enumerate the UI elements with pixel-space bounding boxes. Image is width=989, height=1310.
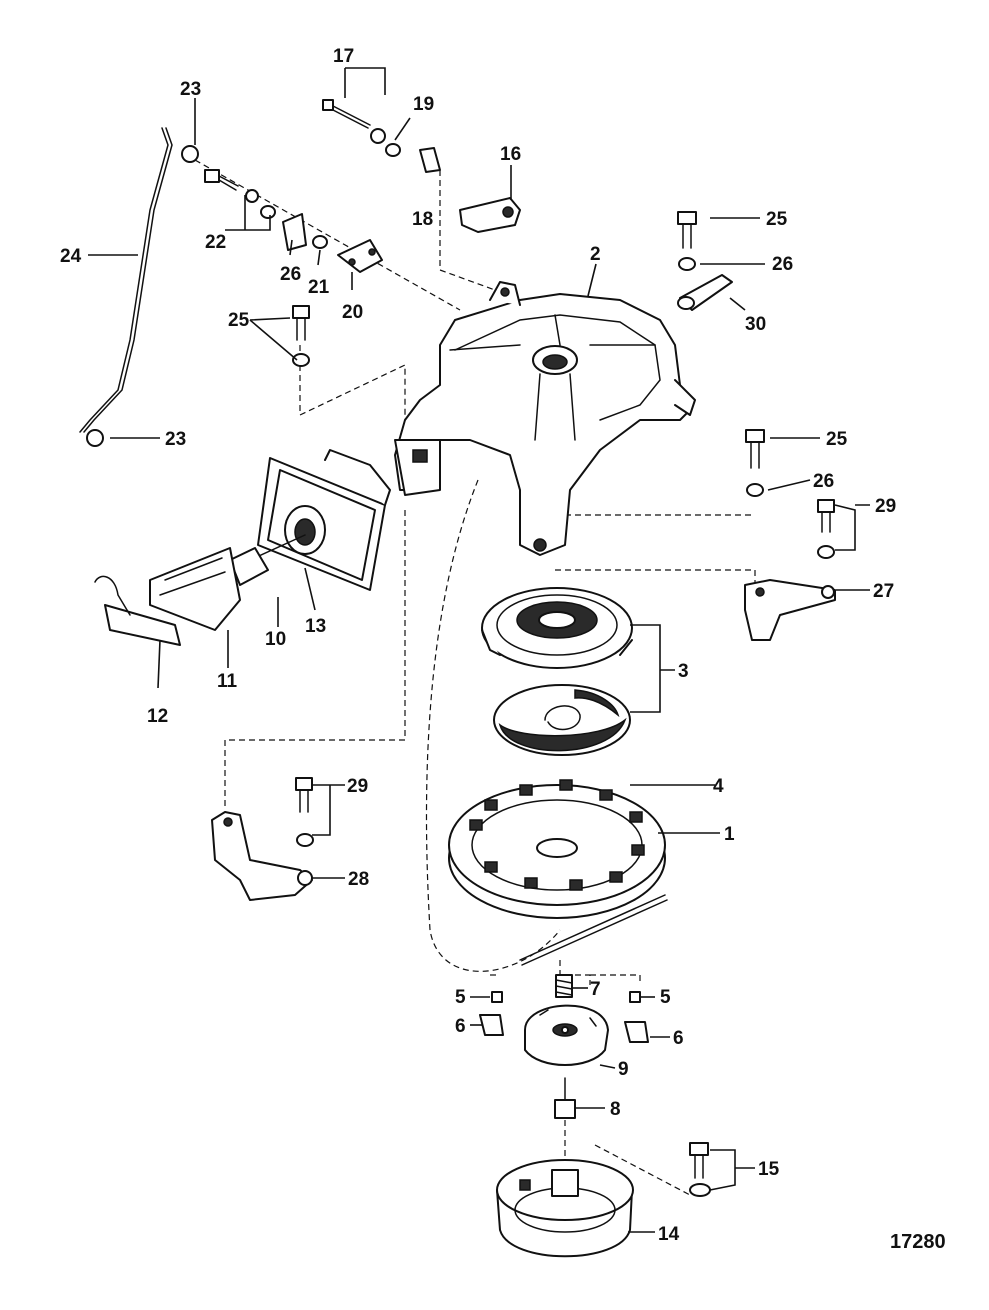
pin-18 xyxy=(419,147,441,173)
callout-30: 30 xyxy=(745,314,766,335)
callout-23-top: 23 xyxy=(180,79,201,100)
interlock-lever xyxy=(459,197,521,233)
callout-2: 2 xyxy=(590,244,601,265)
callout-14: 14 xyxy=(658,1224,680,1245)
callout-27: 27 xyxy=(873,581,894,602)
callout-15: 15 xyxy=(758,1159,780,1180)
callout-8: 8 xyxy=(610,1099,621,1120)
bolt-22 xyxy=(204,169,276,219)
callout-25-top: 25 xyxy=(766,209,788,230)
callout-26-right: 26 xyxy=(813,471,834,492)
bolt-washer-15 xyxy=(689,1142,711,1197)
callout-17: 17 xyxy=(333,46,354,67)
callout-29-left: 29 xyxy=(347,776,368,797)
callout-24: 24 xyxy=(60,246,82,267)
callout-20: 20 xyxy=(342,302,363,323)
link-bracket-20 xyxy=(337,239,383,273)
callout-28: 28 xyxy=(348,869,369,890)
starter-pulley xyxy=(448,779,668,966)
bolt-29-left xyxy=(295,777,314,847)
callout-4: 4 xyxy=(713,776,724,797)
bolt-29-right xyxy=(817,499,835,559)
washer-19 xyxy=(385,143,401,157)
callout-1: 1 xyxy=(724,824,735,845)
pulley-teeth xyxy=(469,779,645,891)
callout-6-right: 6 xyxy=(673,1028,684,1049)
hex-bolt-25-top xyxy=(677,211,697,271)
figure-number: 17280 xyxy=(890,1231,946,1253)
callout-25-left: 25 xyxy=(228,310,250,331)
callout-9: 9 xyxy=(618,1059,629,1080)
pin-26 xyxy=(282,213,307,251)
starter-handle xyxy=(94,534,306,646)
callout-22: 22 xyxy=(205,232,226,253)
link-rod-24 xyxy=(79,127,173,433)
rope-guide xyxy=(257,449,391,591)
bolt-17 xyxy=(322,99,386,144)
hex-bolt-25-right xyxy=(745,429,765,497)
callout-7: 7 xyxy=(590,979,601,1000)
washer-21 xyxy=(312,235,328,249)
callout-11: 11 xyxy=(217,671,238,692)
pawl-right xyxy=(624,991,649,1043)
leader-lines xyxy=(88,67,870,1233)
pawl-left xyxy=(479,991,504,1036)
clip-23-bottom xyxy=(86,429,104,447)
callout-3: 3 xyxy=(678,661,689,682)
recoil-starter-housing xyxy=(394,281,696,556)
plate-30 xyxy=(677,274,733,311)
callout-21: 21 xyxy=(308,277,330,298)
bracket-arm-28 xyxy=(211,811,313,901)
callout-16: 16 xyxy=(500,144,521,165)
center-spring xyxy=(555,974,573,998)
callout-19: 19 xyxy=(413,94,434,115)
callout-labels: 17 19 16 18 2 23 22 26 21 20 24 25 25 26… xyxy=(60,46,946,1253)
clip-23-top xyxy=(181,145,199,163)
callout-5-right: 5 xyxy=(660,987,671,1008)
callout-18: 18 xyxy=(412,209,433,230)
callout-6-left: 6 xyxy=(455,1016,466,1037)
callout-5-left: 5 xyxy=(455,987,466,1008)
pulley-spring-assembly xyxy=(481,587,633,756)
pawl-plate xyxy=(524,1004,609,1066)
callout-29-right: 29 xyxy=(875,496,896,517)
starter-cup xyxy=(496,1159,634,1258)
callout-26-left: 26 xyxy=(280,264,301,285)
center-screw xyxy=(554,1077,576,1119)
callout-10: 10 xyxy=(265,629,286,650)
bracket-arm-27 xyxy=(744,579,836,641)
callout-23-bottom: 23 xyxy=(165,429,186,450)
callout-13: 13 xyxy=(305,616,326,637)
callout-25-right: 25 xyxy=(826,429,848,450)
callout-12: 12 xyxy=(147,706,168,727)
callout-26-top: 26 xyxy=(772,254,793,275)
hex-bolt-25-left xyxy=(292,305,310,367)
